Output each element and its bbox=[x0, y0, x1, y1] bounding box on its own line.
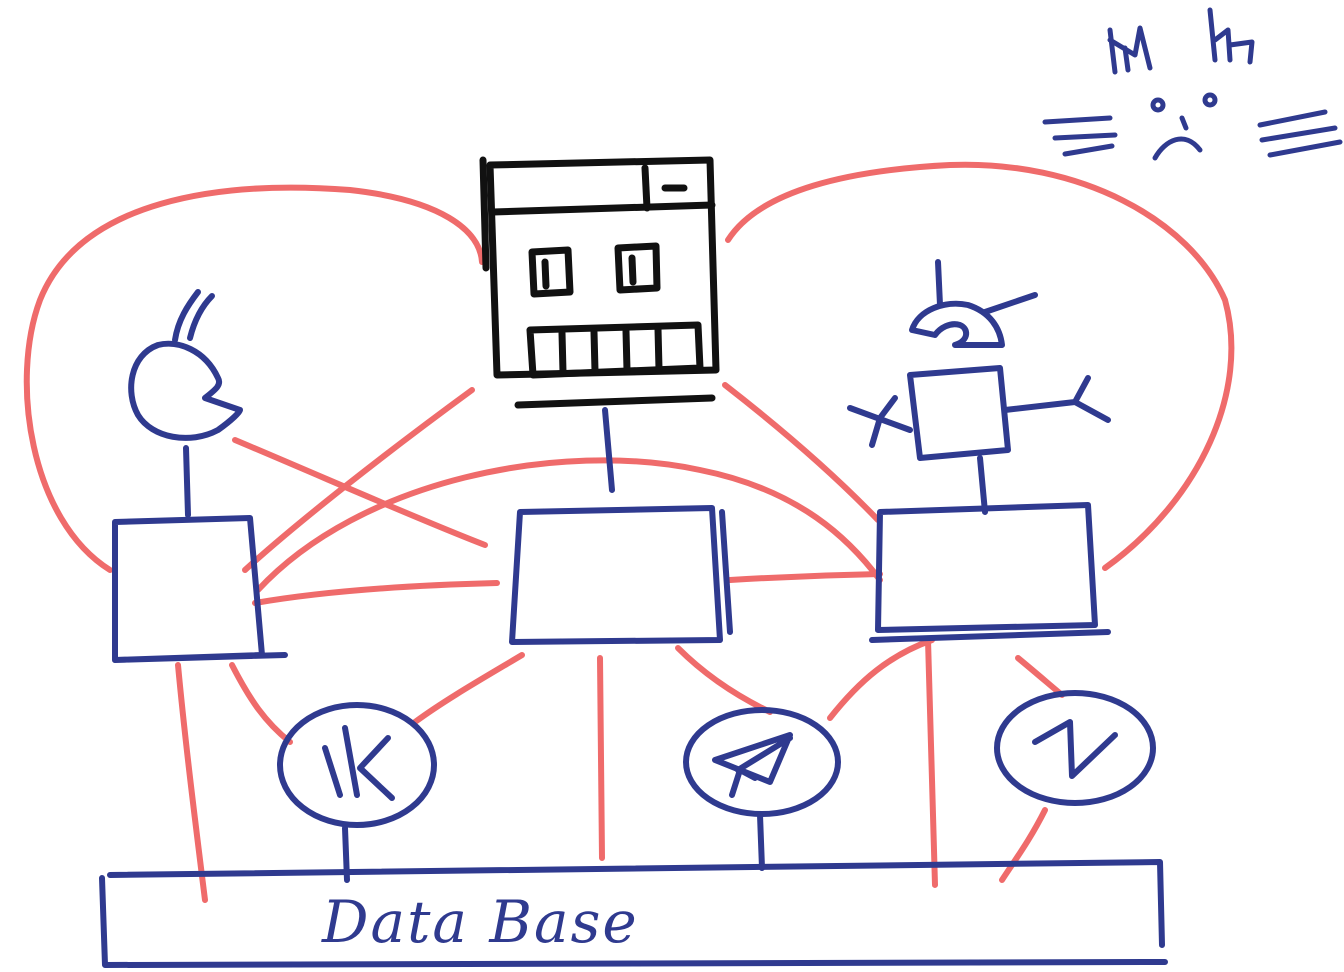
connection-middle-to-telegram bbox=[678, 648, 770, 712]
android-arm-right bbox=[1005, 378, 1108, 420]
vk-circle bbox=[280, 705, 434, 825]
connection-left-loop bbox=[27, 188, 482, 570]
connection-telegram-to-db bbox=[760, 815, 762, 868]
pacman-actor bbox=[131, 292, 240, 515]
n-service bbox=[997, 693, 1153, 803]
n-circle bbox=[997, 693, 1153, 803]
android-actor bbox=[850, 262, 1108, 512]
android-antenna-right bbox=[985, 295, 1035, 312]
telegram-service bbox=[686, 710, 838, 814]
robot-left-pupil bbox=[545, 262, 546, 286]
connection-right-to-db bbox=[928, 640, 935, 885]
robot-left-eye bbox=[532, 250, 570, 294]
connection-right-to-telegram bbox=[830, 640, 932, 718]
robot-right-pupil bbox=[632, 258, 633, 282]
cat-eye-left bbox=[1153, 100, 1163, 110]
robot-teeth bbox=[562, 329, 659, 372]
connection-lines bbox=[27, 165, 1232, 900]
n-logo-icon bbox=[1035, 722, 1115, 776]
pacman-icon bbox=[131, 344, 240, 438]
connection-left-to-db bbox=[178, 665, 205, 900]
connection-robot-to-right bbox=[725, 385, 878, 520]
service-box-middle bbox=[512, 508, 730, 642]
cat-mouth bbox=[1155, 139, 1200, 158]
connection-robot-to-left bbox=[245, 390, 472, 570]
robot-window-titlebar-divider bbox=[645, 168, 647, 208]
android-body bbox=[910, 368, 1008, 458]
connection-middle-to-db bbox=[600, 658, 602, 858]
connection-pacman-to-middle bbox=[235, 440, 485, 545]
connection-n-to-db bbox=[1002, 810, 1045, 880]
robot-window-side-line bbox=[483, 160, 486, 268]
connection-right-to-n bbox=[1018, 658, 1062, 695]
connection-middle-to-right bbox=[730, 574, 880, 580]
service-box-right bbox=[872, 505, 1108, 640]
telegram-circle bbox=[686, 710, 838, 814]
connection-left-to-vk bbox=[232, 665, 290, 742]
android-neck bbox=[980, 458, 985, 512]
robot-window-base bbox=[518, 398, 712, 405]
android-antenna-left bbox=[938, 262, 940, 305]
pacman-ear-1 bbox=[175, 292, 198, 340]
robot-right-eye bbox=[618, 246, 657, 290]
cat-ear-right bbox=[1210, 10, 1252, 62]
robot-window bbox=[483, 160, 716, 405]
telegram-plane-icon bbox=[715, 735, 790, 795]
database-label: Data Base bbox=[321, 888, 639, 956]
vk-service bbox=[280, 705, 434, 825]
cat-whiskers-left bbox=[1045, 118, 1115, 154]
cat-nose bbox=[1182, 118, 1186, 128]
pacman-neck bbox=[186, 448, 188, 515]
android-arm-left bbox=[850, 398, 910, 445]
connection-robot-to-middle bbox=[605, 410, 612, 490]
angry-cat-face-icon bbox=[1045, 10, 1340, 158]
cat-ear-left bbox=[1110, 28, 1150, 72]
cat-whiskers-right bbox=[1260, 112, 1340, 155]
connection-left-to-middle bbox=[255, 583, 497, 603]
vk-logo-icon bbox=[325, 728, 392, 798]
robot-face-icon bbox=[530, 246, 700, 375]
robot-window-frame bbox=[490, 160, 716, 375]
robot-mouth bbox=[530, 325, 700, 375]
connection-middle-to-vk bbox=[415, 655, 522, 722]
cat-eye-right bbox=[1205, 95, 1215, 105]
robot-window-titlebar bbox=[493, 205, 712, 212]
